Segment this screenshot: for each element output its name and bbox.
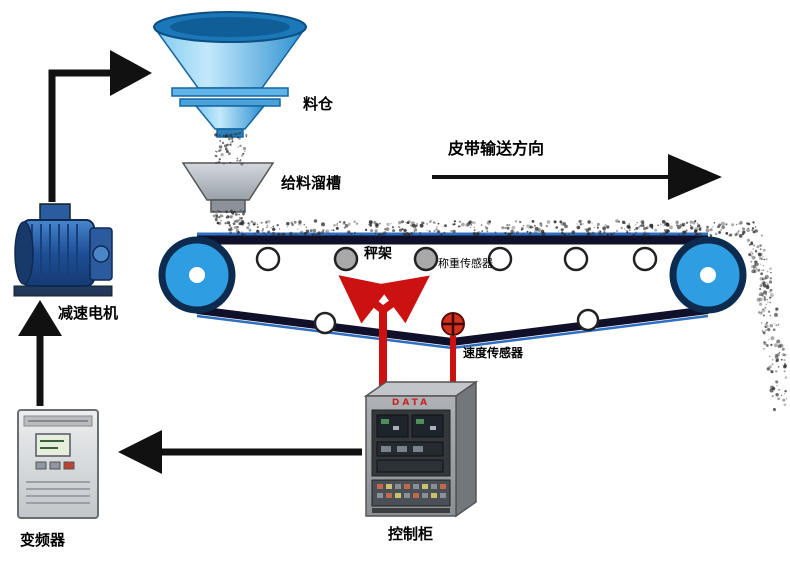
hopper-silo bbox=[152, 11, 308, 138]
gear-motor-label: 减速电机 bbox=[58, 304, 119, 322]
right-pulley bbox=[669, 236, 747, 314]
belt-direction-label: 皮带输送方向 bbox=[448, 139, 545, 158]
arrow-cabinet-to-inverter bbox=[118, 430, 362, 474]
hopper-label: 料仓 bbox=[303, 95, 334, 113]
arrow-inverter-to-motor bbox=[18, 300, 62, 406]
load-cell-label: 称重传感器 bbox=[438, 257, 493, 270]
control-cabinet-label: 控制柜 bbox=[388, 525, 434, 543]
speed-sensor-label: 速度传感器 bbox=[463, 346, 524, 360]
material-speckles bbox=[212, 131, 788, 412]
feeding-chute bbox=[181, 162, 275, 213]
frequency-inverter bbox=[17, 409, 99, 519]
left-pulley bbox=[158, 236, 236, 314]
speed-sensor bbox=[441, 312, 465, 336]
idler-rollers bbox=[255, 246, 658, 335]
arrow-motor-to-hopper bbox=[48, 50, 152, 202]
scale-frame-label: 秤架 bbox=[364, 246, 392, 262]
control-cabinet bbox=[363, 380, 479, 518]
inverter-label: 变频器 bbox=[20, 531, 66, 549]
chute-label: 给料溜槽 bbox=[281, 174, 342, 192]
cabinet-brand-text: DATA bbox=[391, 398, 431, 408]
belt-direction-arrow bbox=[432, 154, 722, 200]
gear-motor bbox=[13, 203, 113, 297]
